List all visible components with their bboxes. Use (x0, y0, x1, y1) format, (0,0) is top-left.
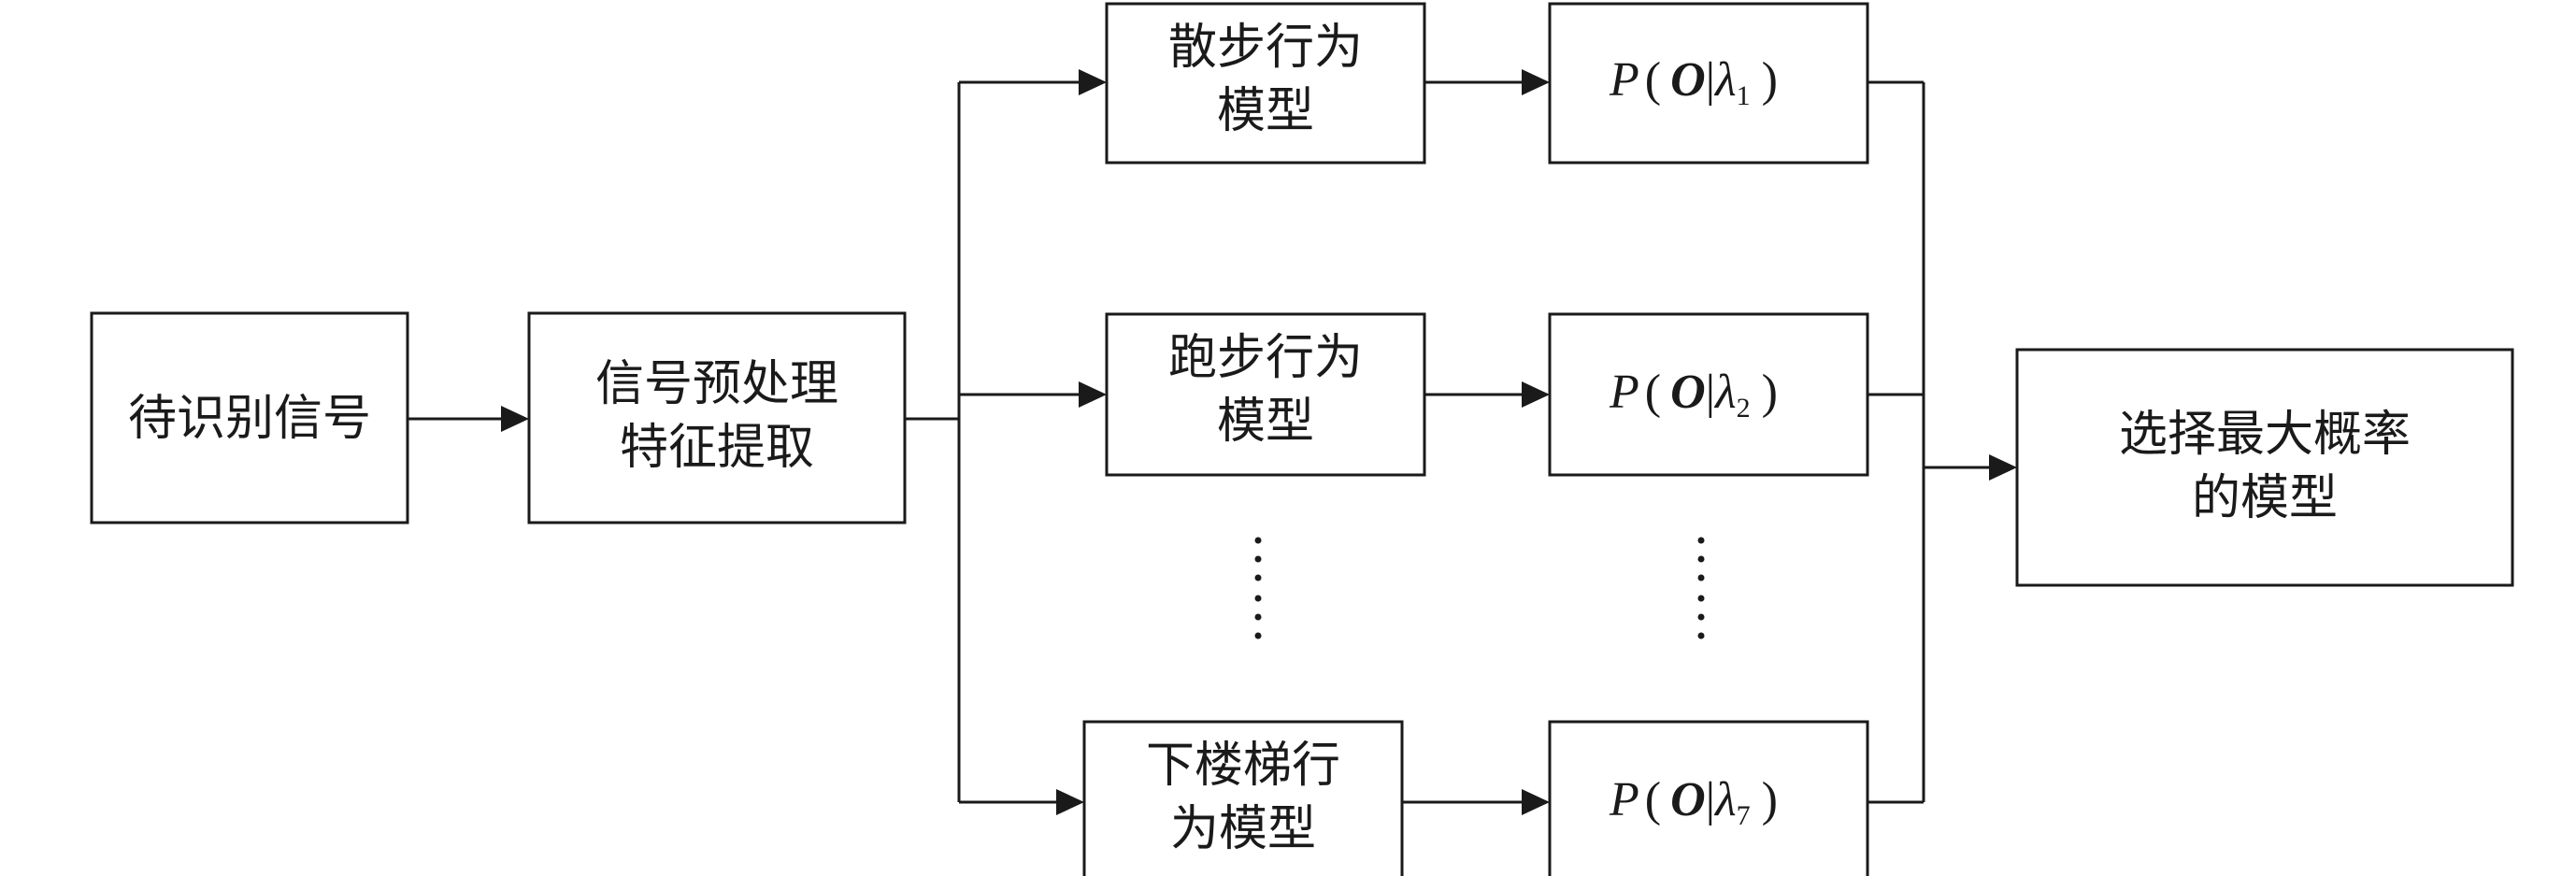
prob-formula-1: P(O|λ1) (1609, 53, 1778, 111)
output-label-line2: 的模型 (2192, 470, 2338, 526)
arrow-head (1079, 69, 1107, 95)
model-run-line2: 模型 (1217, 394, 1314, 450)
ellipsis-probs (1697, 537, 1705, 639)
arrow-head (501, 406, 529, 432)
model-box-walk (1105, 2, 1426, 165)
model-walk-line2: 模型 (1217, 83, 1314, 139)
arrow-head (1056, 789, 1084, 815)
arrow-head (1522, 789, 1550, 815)
arrow-head (1989, 454, 2017, 481)
input-signal-label: 待识别信号 (128, 391, 371, 447)
arrow-head (1522, 381, 1550, 408)
model-downstairs-line1: 下楼梯行 (1146, 738, 1340, 794)
arrowheads (501, 69, 2017, 815)
output-label-line1: 选择最大概率 (2119, 407, 2411, 463)
model-run-line1: 跑步行为 (1168, 330, 1363, 386)
prob-box-7 (1548, 720, 1869, 876)
prob-formula-7: P(O|λ7) (1609, 773, 1778, 831)
ellipsis-models (1254, 537, 1262, 639)
arrow-head (1079, 381, 1107, 408)
model-walk-line1: 散步行为 (1168, 20, 1363, 76)
input-signal-box (90, 311, 409, 524)
arrow-head (1522, 69, 1550, 95)
preprocess-box (527, 311, 907, 524)
prob-formula-2: P(O|λ2) (1609, 366, 1778, 424)
prob-box-1 (1548, 2, 1869, 165)
model-box-run (1105, 312, 1426, 477)
model-downstairs-line2: 为模型 (1170, 801, 1316, 857)
connectors (408, 80, 1991, 804)
output-box (2015, 348, 2514, 587)
preprocess-label-line2: 特征提取 (620, 420, 814, 476)
preprocess-label-line1: 信号预处理 (595, 356, 838, 412)
